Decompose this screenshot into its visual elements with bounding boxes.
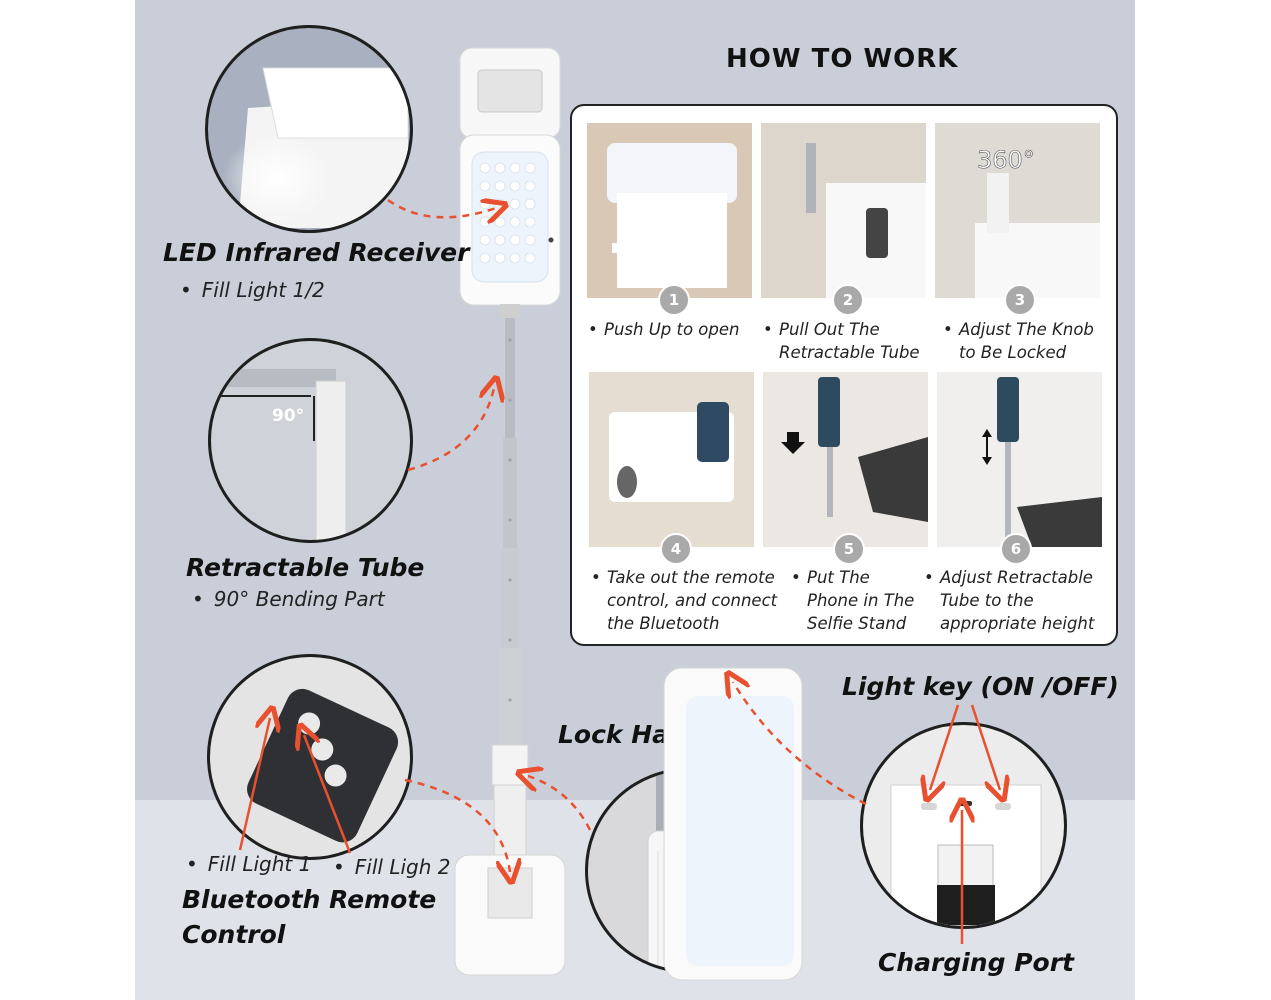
remote-sub1: Fill Light 1 [207, 852, 312, 876]
step-1-text: •Push Up to open [588, 320, 740, 339]
step-2-badge: 2 [832, 284, 864, 316]
tube-sub: 90° Bending Part [213, 587, 385, 611]
step-2-photo [761, 123, 926, 298]
remote-title-line2: Control [182, 920, 286, 949]
led-sub: Fill Light 1/2 [201, 278, 325, 302]
step-6-badge: 6 [1000, 533, 1032, 565]
tube-closeup-image [208, 338, 413, 543]
step-1-photo [587, 123, 752, 298]
step-3-badge: 3 [1004, 284, 1036, 316]
remote-sub2: Fill Ligh 2 [354, 855, 451, 879]
step-3-label: Adjust The Knob to Be Locked [959, 320, 1094, 362]
remote-sub1-bullet: •Fill Light 1 [186, 852, 312, 876]
step-2-text: •Pull Out The Retractable Tube [763, 320, 920, 362]
step-5-label: Put The Phone in The Selfie Stand [807, 568, 915, 633]
howto-card: 360° 1 2 3 •Push Up to open •Pull Out Th… [570, 104, 1118, 646]
step-4-photo [589, 372, 754, 547]
howto-title: HOW TO WORK [726, 44, 959, 74]
step-6-text: •Adjust Retractable Tube to the appropri… [924, 568, 1095, 633]
led-title: LED Infrared Receiver [163, 238, 470, 267]
tube-title: Retractable Tube [186, 553, 425, 582]
step-1-badge: 1 [658, 284, 690, 316]
step-2-label: Pull Out The Retractable Tube [779, 320, 920, 362]
step-5-text: •Put The Phone in The Selfie Stand [791, 568, 915, 633]
charging-closeup-image [860, 722, 1067, 929]
step-6-label: Adjust Retractable Tube to the appropria… [940, 568, 1095, 633]
led-sub-bullet: •Fill Light 1/2 [180, 278, 325, 302]
charging-title: Charging Port [878, 948, 1074, 977]
selfie-stick-product [454, 47, 566, 976]
step-3-photo: 360° [935, 123, 1100, 298]
remote-title-line1: Bluetooth Remote [182, 885, 437, 914]
rotation-label: 360° [977, 146, 1035, 174]
step-5-photo [763, 372, 928, 547]
step-1-label: Push Up to open [604, 320, 740, 339]
light-unit-image [663, 667, 803, 981]
tube-angle-label: 90° [272, 406, 305, 426]
tube-sub-bullet: •90° Bending Part [192, 587, 385, 611]
step-4-label: Take out the remote control, and connect… [607, 568, 778, 633]
lightkey-title: Light key (ON /OFF) [842, 672, 1119, 701]
step-3-text: •Adjust The Knob to Be Locked [943, 320, 1094, 362]
led-closeup-image [205, 25, 413, 233]
remote-sub2-bullet: •Fill Ligh 2 [333, 855, 451, 879]
step-6-photo [937, 372, 1102, 547]
step-4-text: •Take out the remote control, and connec… [591, 568, 778, 633]
step-4-badge: 4 [660, 533, 692, 565]
step-5-badge: 5 [833, 533, 865, 565]
remote-closeup-image [207, 654, 413, 860]
